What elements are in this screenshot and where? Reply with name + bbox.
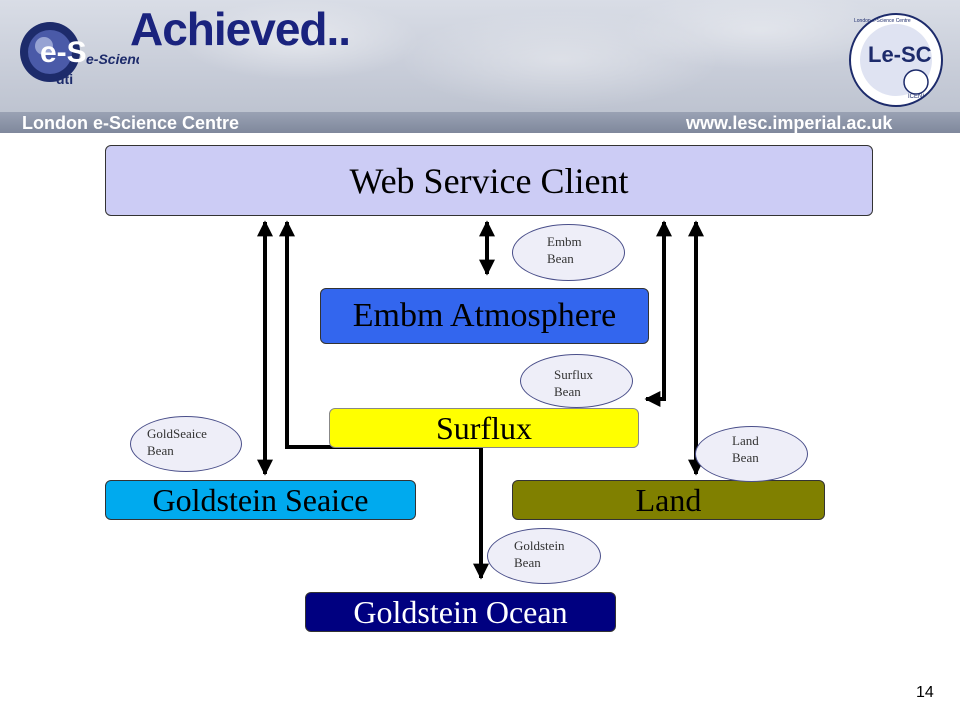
goldstein-seaice-box: Goldstein Seaice	[105, 480, 416, 520]
arrow-client-surflux	[644, 220, 672, 407]
logo-left-glyph: e-S	[40, 36, 87, 69]
embm-atmosphere-box: Embm Atmosphere	[320, 288, 649, 344]
e-science-logo: e-S e-Science dti	[14, 14, 152, 94]
slide-title: Achieved..	[130, 3, 351, 55]
logo-right-ring: London e-Science Centre	[854, 18, 911, 24]
logo-right-badge: ICENI	[908, 94, 924, 100]
logo-left-sub: dti	[56, 71, 73, 87]
world-map-background	[0, 0, 960, 112]
arrow-client-ocean	[279, 220, 489, 580]
header-strip	[0, 112, 960, 133]
centre-name: London e-Science Centre	[22, 113, 240, 133]
land-box: Land	[512, 480, 825, 520]
website-link[interactable]: www.lesc.imperial.ac.uk	[686, 113, 893, 133]
logo-left-brand: e-Science	[86, 51, 139, 67]
goldstein-ocean-box: Goldstein Ocean	[305, 592, 616, 632]
header-banner	[0, 0, 960, 133]
lesc-logo: Le-SC ICENI London e-Science Centre	[846, 10, 946, 115]
surflux-box: Surflux	[329, 408, 639, 448]
logo-right-brand: Le-SC	[868, 42, 932, 67]
slide-number: 14	[916, 684, 934, 701]
web-service-client-box: Web Service Client	[105, 145, 873, 216]
